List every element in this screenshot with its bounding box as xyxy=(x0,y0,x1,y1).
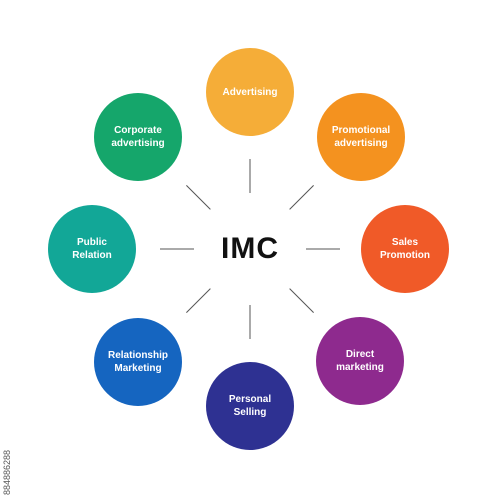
connector-line-sw xyxy=(186,288,211,313)
node-relationship-marketing: Relationship Marketing xyxy=(94,318,182,406)
node-direct-marketing: Direct marketing xyxy=(316,317,404,405)
node-corporate-advertising: Corporate advertising xyxy=(94,93,182,181)
node-label: Advertising xyxy=(222,86,278,98)
node-label: Personal Selling xyxy=(228,394,272,418)
node-personal-selling: Personal Selling xyxy=(206,362,294,450)
node-label: Direct marketing xyxy=(336,349,384,373)
connector-line-se xyxy=(289,288,314,313)
node-label: Promotional advertising xyxy=(331,125,391,149)
node-label: Corporate advertising xyxy=(111,125,165,149)
connector-line-ne xyxy=(289,185,314,210)
node-promotional-advertising: Promotional advertising xyxy=(317,93,405,181)
center-label: IMC xyxy=(221,232,279,265)
connector-line-nw xyxy=(186,185,211,210)
stock-id-text: 884886288 xyxy=(2,449,12,495)
node-advertising: Advertising xyxy=(206,48,294,136)
node-label: Relationship Marketing xyxy=(107,350,168,374)
node-sales-promotion: Sales Promotion xyxy=(361,205,449,293)
node-label: Sales Promotion xyxy=(380,237,430,261)
node-label: Public Relation xyxy=(72,237,112,261)
node-public-relation: Public Relation xyxy=(48,205,136,293)
